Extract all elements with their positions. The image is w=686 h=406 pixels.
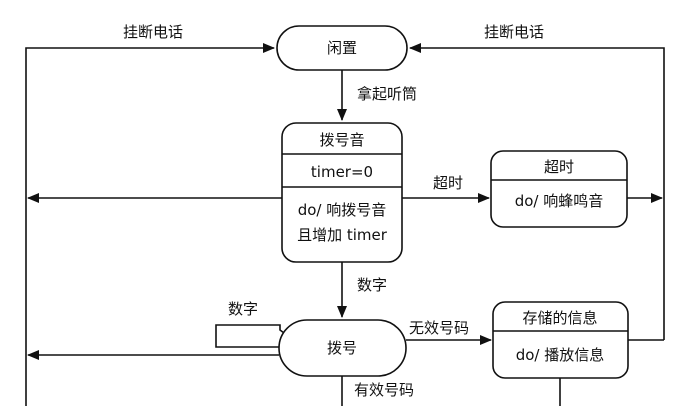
hang-up-right-arrow	[409, 43, 665, 340]
state-timeout-name: 超时	[544, 158, 574, 176]
state-dial-tone-action-1: do/ 响拨号音	[298, 201, 387, 219]
state-dial-tone-name: 拨号音	[319, 131, 364, 149]
state-idle-name: 闲置	[327, 39, 357, 57]
state-idle: 闲置	[276, 25, 408, 71]
state-recorded-message: 存储的信息 do/ 播放信息	[492, 301, 629, 379]
hang-up-left-arrow	[25, 43, 275, 406]
label-valid-number: 有效号码	[354, 381, 414, 399]
state-recorded-name: 存储的信息	[522, 309, 597, 327]
label-invalid-number: 无效号码	[409, 319, 469, 337]
state-dial-tone-attr: timer=0	[311, 163, 373, 181]
state-dialing-name: 拨号	[327, 339, 357, 357]
label-pick-up: 拿起听筒	[357, 85, 417, 103]
state-dial-tone: 拨号音 timer=0 do/ 响拨号音 且增加 timer	[281, 122, 403, 263]
state-recorded-action: do/ 播放信息	[516, 346, 605, 364]
state-dial-tone-action-2: 且增加 timer	[297, 226, 388, 244]
digit-self-transition	[215, 324, 290, 348]
label-timeout: 超时	[433, 174, 463, 192]
label-hang-up-left: 挂断电话	[123, 23, 183, 41]
state-timeout: 超时 do/ 响蜂鸣音	[490, 150, 628, 228]
state-timeout-action: do/ 响蜂鸣音	[515, 192, 604, 210]
label-digit-self: 数字	[228, 300, 258, 318]
label-hang-up-right: 挂断电话	[484, 23, 544, 41]
transition-lines	[25, 43, 665, 406]
label-digit-down: 数字	[357, 276, 387, 294]
state-dialing: 拨号	[278, 319, 407, 377]
